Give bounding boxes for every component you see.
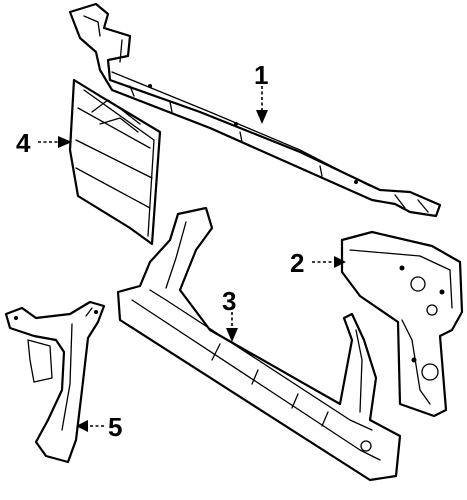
callout-3-label: 3	[222, 286, 236, 316]
callout-4-label: 4	[16, 128, 31, 158]
callout-leaders	[38, 86, 346, 432]
callout-2-label: 2	[290, 248, 304, 278]
part-3-support-frame	[116, 206, 402, 482]
callout-1-label: 1	[254, 60, 268, 90]
callout-5-label: 5	[108, 412, 122, 442]
part-1-upper-tie-bar	[68, 2, 442, 218]
part-5-brace	[4, 300, 106, 464]
part-2-side-panel	[340, 230, 464, 418]
part-4-baffle	[68, 78, 162, 246]
